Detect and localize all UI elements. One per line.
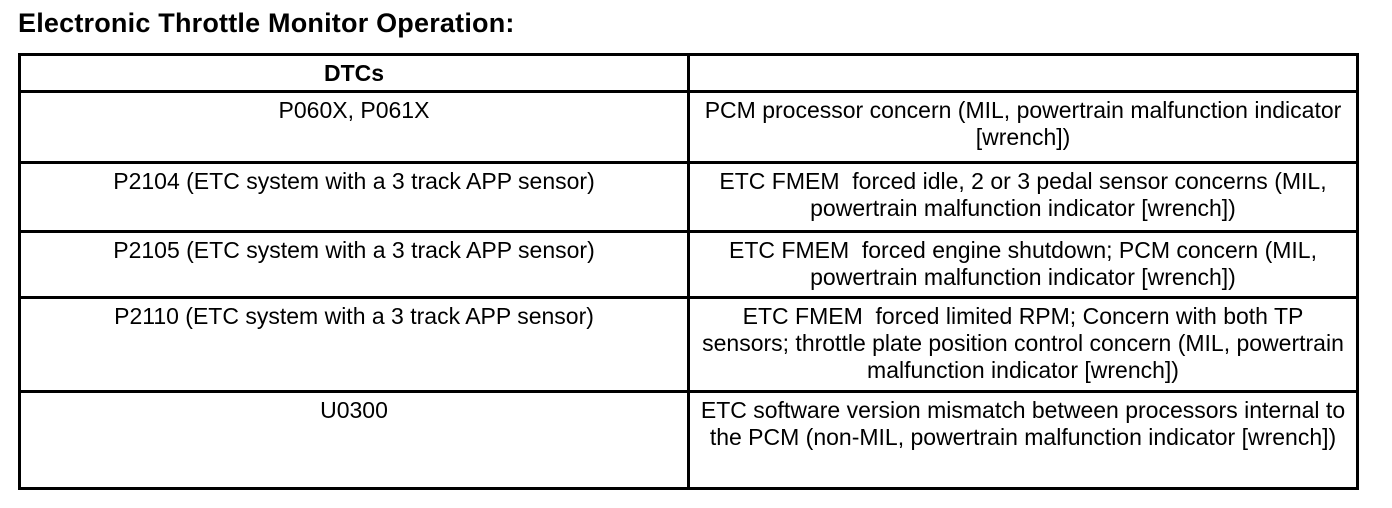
page-title: Electronic Throttle Monitor Operation: bbox=[18, 8, 515, 38]
dtc-cell: P2105 (ETC system with a 3 track APP sen… bbox=[18, 230, 690, 299]
description-column-header bbox=[687, 53, 1359, 93]
table-row: P060X, P061X PCM processor concern (MIL,… bbox=[18, 90, 1359, 164]
description-cell: ETC software version mismatch between pr… bbox=[687, 390, 1359, 490]
description-cell: PCM processor concern (MIL, powertrain m… bbox=[687, 90, 1359, 164]
dtc-cell: P2104 (ETC system with a 3 track APP sen… bbox=[18, 161, 690, 233]
dtc-column-header: DTCs bbox=[18, 53, 690, 93]
description-cell: ETC FMEM forced limited RPM; Concern wit… bbox=[687, 296, 1359, 393]
description-cell: ETC FMEM forced engine shutdown; PCM con… bbox=[687, 230, 1359, 299]
dtc-table: DTCs P060X, P061X PCM processor concern … bbox=[18, 53, 1359, 490]
table-row: P2104 (ETC system with a 3 track APP sen… bbox=[18, 161, 1359, 233]
table-row: P2105 (ETC system with a 3 track APP sen… bbox=[18, 230, 1359, 299]
table-row: P2110 (ETC system with a 3 track APP sen… bbox=[18, 296, 1359, 393]
dtc-cell: P2110 (ETC system with a 3 track APP sen… bbox=[18, 296, 690, 393]
table-row: U0300 ETC software version mismatch betw… bbox=[18, 390, 1359, 490]
dtc-cell: U0300 bbox=[18, 390, 690, 490]
dtc-cell: P060X, P061X bbox=[18, 90, 690, 164]
description-cell: ETC FMEM forced idle, 2 or 3 pedal senso… bbox=[687, 161, 1359, 233]
table-header-row: DTCs bbox=[18, 53, 1359, 93]
